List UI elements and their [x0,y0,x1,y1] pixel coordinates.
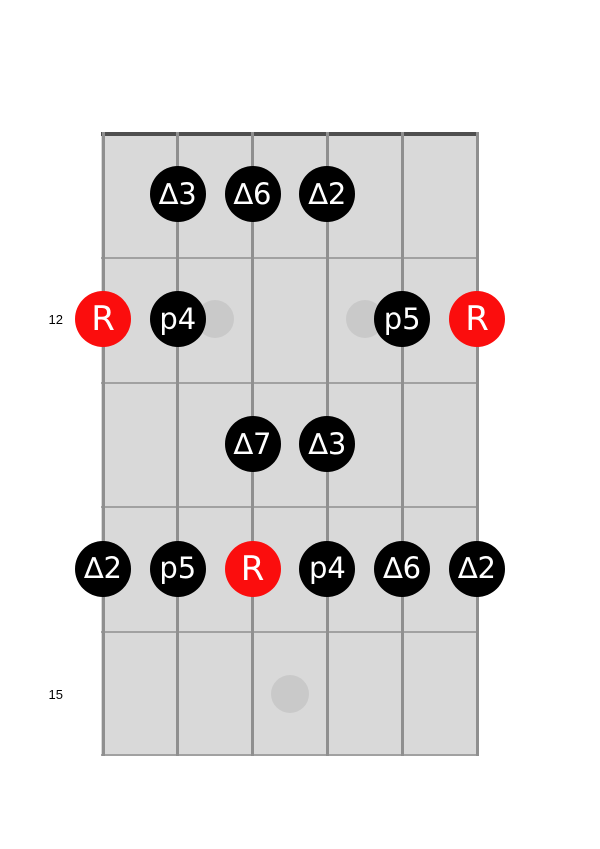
interval-note-dot: ∆6 [224,166,281,223]
note-label: R [465,299,489,340]
note-label: ∆2 [84,551,122,586]
interval-note-dot: p4 [299,540,356,597]
interval-note-dot: ∆6 [374,540,431,597]
note-label: p5 [159,551,197,586]
note-label: ∆2 [458,551,496,586]
root-note-dot: R [449,291,505,348]
string-line [176,132,180,756]
interval-note-dot: ∆2 [75,540,131,597]
note-label: ∆3 [308,426,347,461]
interval-note-dot: ∆3 [149,166,206,223]
note-label: R [240,548,265,589]
fret-wire-top [101,132,479,136]
note-label: p4 [159,301,197,336]
note-label: ∆6 [383,551,422,586]
root-note-dot: R [224,540,281,597]
fret-wire [101,631,479,634]
note-label: p4 [308,551,346,586]
root-note-dot: R [75,291,131,348]
interval-note-dot: ∆2 [449,540,505,597]
interval-note-dot: p5 [374,291,431,348]
interval-note-dot: ∆3 [299,416,356,472]
note-label: ∆7 [233,426,272,461]
fret-number-label: 12 [48,312,63,328]
note-label: ∆3 [158,176,197,211]
interval-note-dot: p5 [149,540,206,597]
string-line [475,132,479,756]
fret-number-label: 15 [48,686,63,702]
note-label: R [91,299,115,340]
interval-note-dot: ∆7 [224,416,281,472]
interval-note-dot: p4 [149,291,206,348]
fret-wire [101,506,479,509]
fret-wire [101,256,479,259]
interval-note-dot: ∆2 [299,166,356,223]
fret-wire [101,754,479,756]
note-label: ∆6 [233,176,272,211]
note-label: ∆2 [308,176,347,211]
string-line [101,132,105,756]
note-label: p5 [383,301,421,336]
string-line [400,132,404,756]
inlay-dot [271,674,309,713]
fret-wire [101,381,479,384]
